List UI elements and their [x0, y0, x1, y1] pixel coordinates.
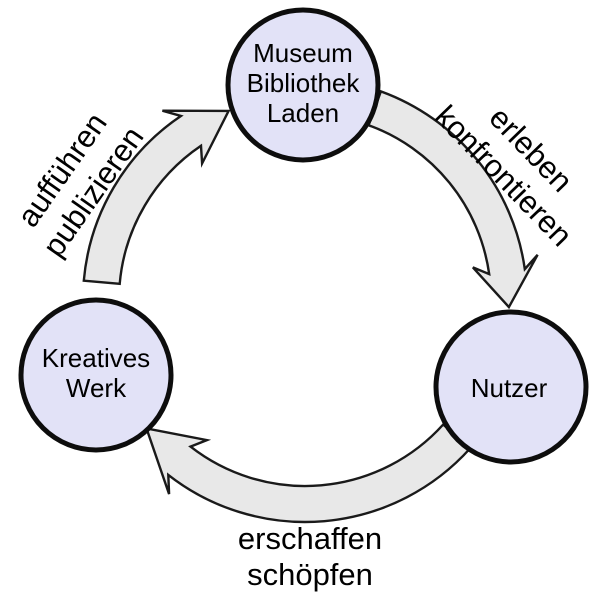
edge-label-line: schöpfen [247, 557, 373, 592]
edge-label-line: erschaffen [237, 521, 383, 556]
node-label-line: Kreatives [41, 343, 151, 373]
arrow-user-to-creative-work [144, 422, 472, 524]
node-circle-institutions [225, 7, 381, 163]
node-circle-user [433, 309, 589, 465]
node-label-user: Nutzer [471, 373, 548, 403]
edge-label-bottom: erschaffen schöpfen [238, 521, 382, 593]
node-label-institutions: Museum Bibliothek Laden [247, 38, 360, 128]
node-label-line: Werk [65, 373, 127, 403]
node-label-creative-work: Kreatives Werk [42, 343, 150, 403]
node-label-line: Nutzer [470, 373, 548, 403]
arrow-institutions-to-user [367, 89, 539, 310]
node-circle-creative-work [18, 297, 174, 453]
node-label-line: Bibliothek [246, 68, 360, 98]
arrow-creative-work-to-institutions [82, 109, 231, 286]
node-label-line: Laden [266, 98, 340, 128]
node-label-line: Museum [253, 38, 353, 68]
